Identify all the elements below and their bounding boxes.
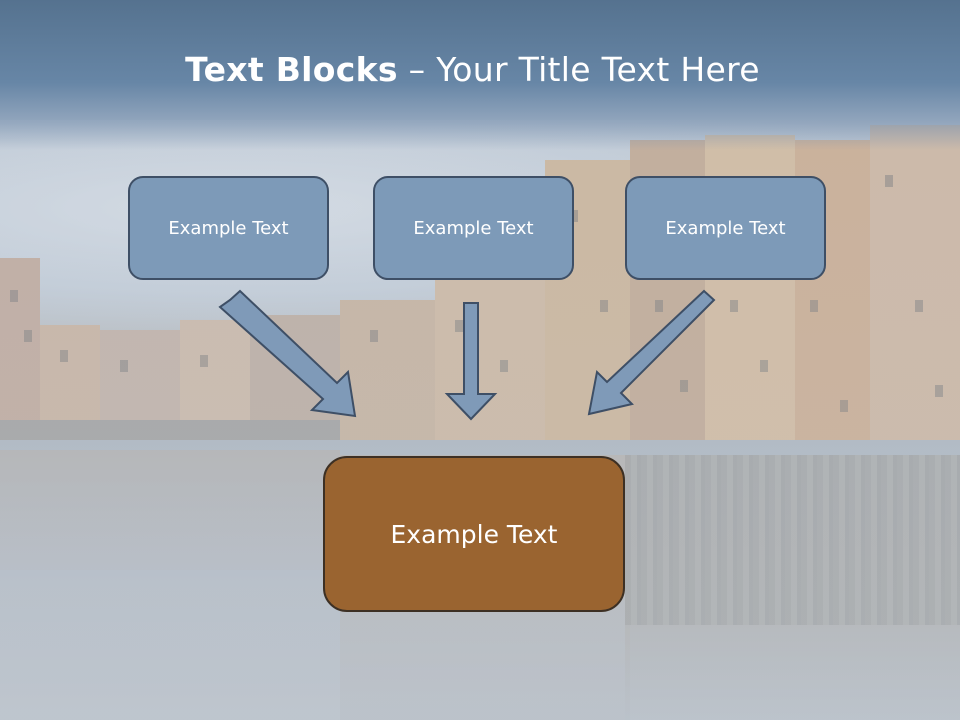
title-band [0, 0, 960, 150]
arrow-left [218, 289, 357, 418]
text-block-1[interactable]: Example Text [128, 176, 329, 280]
building [435, 280, 545, 455]
building [870, 125, 960, 470]
arrow-right [587, 289, 716, 416]
window [200, 355, 208, 367]
text-block-main-label: Example Text [390, 519, 558, 549]
stone-wall [625, 455, 960, 625]
text-block-3[interactable]: Example Text [625, 176, 826, 280]
window [10, 290, 18, 302]
reflection [625, 625, 960, 720]
window [500, 360, 508, 372]
window [730, 300, 738, 312]
text-block-2[interactable]: Example Text [373, 176, 574, 280]
page-title: Text Blocks – Your Title Text Here [0, 50, 945, 89]
text-block-2-label: Example Text [413, 217, 534, 239]
text-block-1-label: Example Text [168, 217, 289, 239]
window [935, 385, 943, 397]
window [60, 350, 68, 362]
window [655, 300, 663, 312]
window [370, 330, 378, 342]
arrow-center [444, 302, 498, 421]
window [600, 300, 608, 312]
window [840, 400, 848, 412]
building [0, 258, 40, 423]
window [455, 320, 463, 332]
text-block-3-label: Example Text [665, 217, 786, 239]
title-rest: Your Title Text Here [436, 50, 760, 89]
window [570, 210, 578, 222]
building [340, 300, 435, 450]
window [915, 300, 923, 312]
title-separator: – [397, 50, 437, 89]
building [100, 330, 180, 420]
building [40, 325, 100, 420]
reflection [0, 450, 340, 570]
title-bold: Text Blocks [185, 50, 398, 89]
window [885, 175, 893, 187]
window [810, 300, 818, 312]
bridge [0, 420, 340, 442]
window [680, 380, 688, 392]
building [180, 320, 250, 420]
text-block-main[interactable]: Example Text [323, 456, 625, 612]
window [760, 360, 768, 372]
window [24, 330, 32, 342]
window [120, 360, 128, 372]
